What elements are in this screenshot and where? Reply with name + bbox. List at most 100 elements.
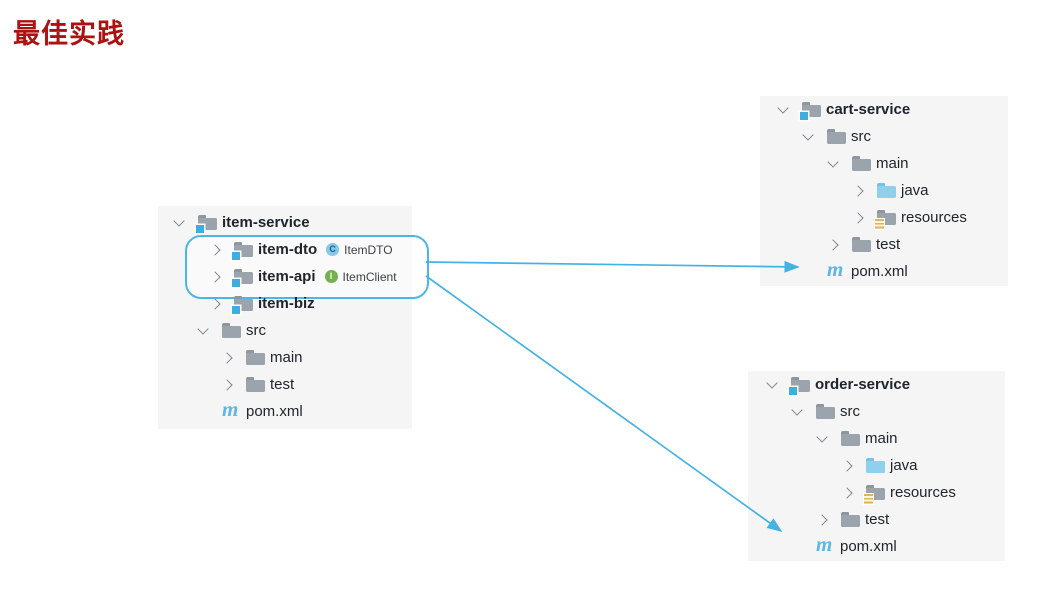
maven-icon [827, 260, 846, 279]
module-folder-icon [789, 377, 810, 395]
tree-indent [158, 384, 215, 385]
chevron-right-icon[interactable] [203, 297, 227, 310]
tree-indent [748, 519, 810, 520]
folder-java-icon [877, 183, 896, 198]
tree-indent [748, 384, 760, 385]
folder-icon [246, 350, 265, 365]
chevron-right-icon[interactable] [203, 270, 227, 283]
chevron-down-icon[interactable] [771, 102, 795, 114]
module-folder-icon [232, 242, 253, 260]
folder-resources-icon [875, 210, 896, 229]
tree-indent [158, 276, 203, 277]
folder-resources-icon [864, 485, 885, 504]
tree-row-test[interactable]: test [760, 231, 1008, 258]
tree-row-item-service[interactable]: item-service [158, 209, 412, 236]
badge-label: ItemDTO [344, 242, 393, 257]
tree-row-item-biz[interactable]: item-biz [158, 290, 412, 317]
tree-item-label: test [270, 376, 295, 393]
module-folder-icon [232, 269, 253, 287]
tree-indent [760, 244, 821, 245]
arrow-to-order-pom [425, 275, 783, 532]
tree-indent [748, 411, 785, 412]
chevron-down-icon[interactable] [810, 431, 834, 443]
tree-row-resources[interactable]: resources [760, 204, 1008, 231]
chevron-down-icon[interactable] [191, 323, 215, 335]
tree-indent [158, 330, 191, 331]
tree-indent [158, 411, 191, 412]
tree-row-order-service[interactable]: order-service [748, 371, 1005, 398]
tree-item-label: order-service [815, 376, 911, 393]
tree-item-label: main [865, 430, 898, 447]
chevron-right-icon[interactable] [810, 513, 834, 526]
folder-icon [246, 377, 265, 392]
tree-row-test[interactable]: test [158, 371, 412, 398]
tree-row-main[interactable]: main [158, 344, 412, 371]
tree-item-label: main [270, 349, 303, 366]
chevron-right-icon[interactable] [835, 459, 859, 472]
chevron-down-icon[interactable] [796, 129, 820, 141]
tree-row-src[interactable]: src [748, 398, 1005, 425]
tree-indent [760, 136, 796, 137]
chevron-down-icon[interactable] [785, 404, 809, 416]
tree-item-label: pom.xml [840, 538, 897, 555]
chevron-right-icon[interactable] [821, 238, 845, 251]
tree-indent [748, 438, 810, 439]
chevron-right-icon[interactable] [203, 243, 227, 256]
interface-icon: I [324, 270, 338, 283]
tree-row-java[interactable]: java [748, 452, 1005, 479]
tree-item-label: java [890, 457, 918, 474]
chevron-right-icon[interactable] [846, 184, 870, 197]
tree-row-resources[interactable]: resources [748, 479, 1005, 506]
tree-row-pom.xml[interactable]: pom.xml [760, 258, 1008, 285]
tree-indent [748, 492, 835, 493]
chevron-right-icon[interactable] [215, 351, 239, 364]
chevron-down-icon[interactable] [167, 215, 191, 227]
tree-row-java[interactable]: java [760, 177, 1008, 204]
tree-indent [760, 217, 846, 218]
folder-java-icon [866, 458, 885, 473]
folder-icon [841, 512, 860, 527]
tree-item-label: item-service [222, 214, 310, 231]
tree-item-label: src [840, 403, 860, 420]
tree-row-test[interactable]: test [748, 506, 1005, 533]
tree-row-pom.xml[interactable]: pom.xml [748, 533, 1005, 560]
tree-indent [748, 546, 785, 547]
chevron-right-icon[interactable] [215, 378, 239, 391]
maven-icon [816, 535, 835, 554]
chevron-down-icon[interactable] [760, 377, 784, 389]
tree-indent [760, 271, 796, 272]
module-folder-icon [232, 296, 253, 314]
tree-row-main[interactable]: main [748, 425, 1005, 452]
tree-indent [158, 303, 203, 304]
folder-icon [816, 404, 835, 419]
tree-row-pom.xml[interactable]: pom.xml [158, 398, 412, 425]
tree-indent [158, 357, 215, 358]
arrow-to-cart-pom [425, 260, 800, 273]
tree-indent [158, 222, 167, 223]
tree-row-cart-service[interactable]: cart-service [760, 96, 1008, 123]
tree-item-label: main [876, 155, 909, 172]
tree-item-label: item-dto [258, 241, 318, 258]
chevron-right-icon[interactable] [846, 211, 870, 224]
chevron-down-icon[interactable] [821, 156, 845, 168]
folder-icon [827, 129, 846, 144]
page-title: 最佳实践 [13, 19, 125, 49]
highlight-box [185, 235, 429, 299]
folder-icon [222, 323, 241, 338]
tree-item-label: pom.xml [851, 263, 908, 280]
tree-row-src[interactable]: src [760, 123, 1008, 150]
tree-row-main[interactable]: main [760, 150, 1008, 177]
tree-indent [760, 109, 771, 110]
tree-item-label: cart-service [826, 101, 911, 118]
folder-icon [852, 156, 871, 171]
tree-row-src[interactable]: src [158, 317, 412, 344]
chevron-right-icon[interactable] [835, 486, 859, 499]
badge-label: ItemClient [342, 269, 397, 284]
tree-indent [760, 163, 821, 164]
